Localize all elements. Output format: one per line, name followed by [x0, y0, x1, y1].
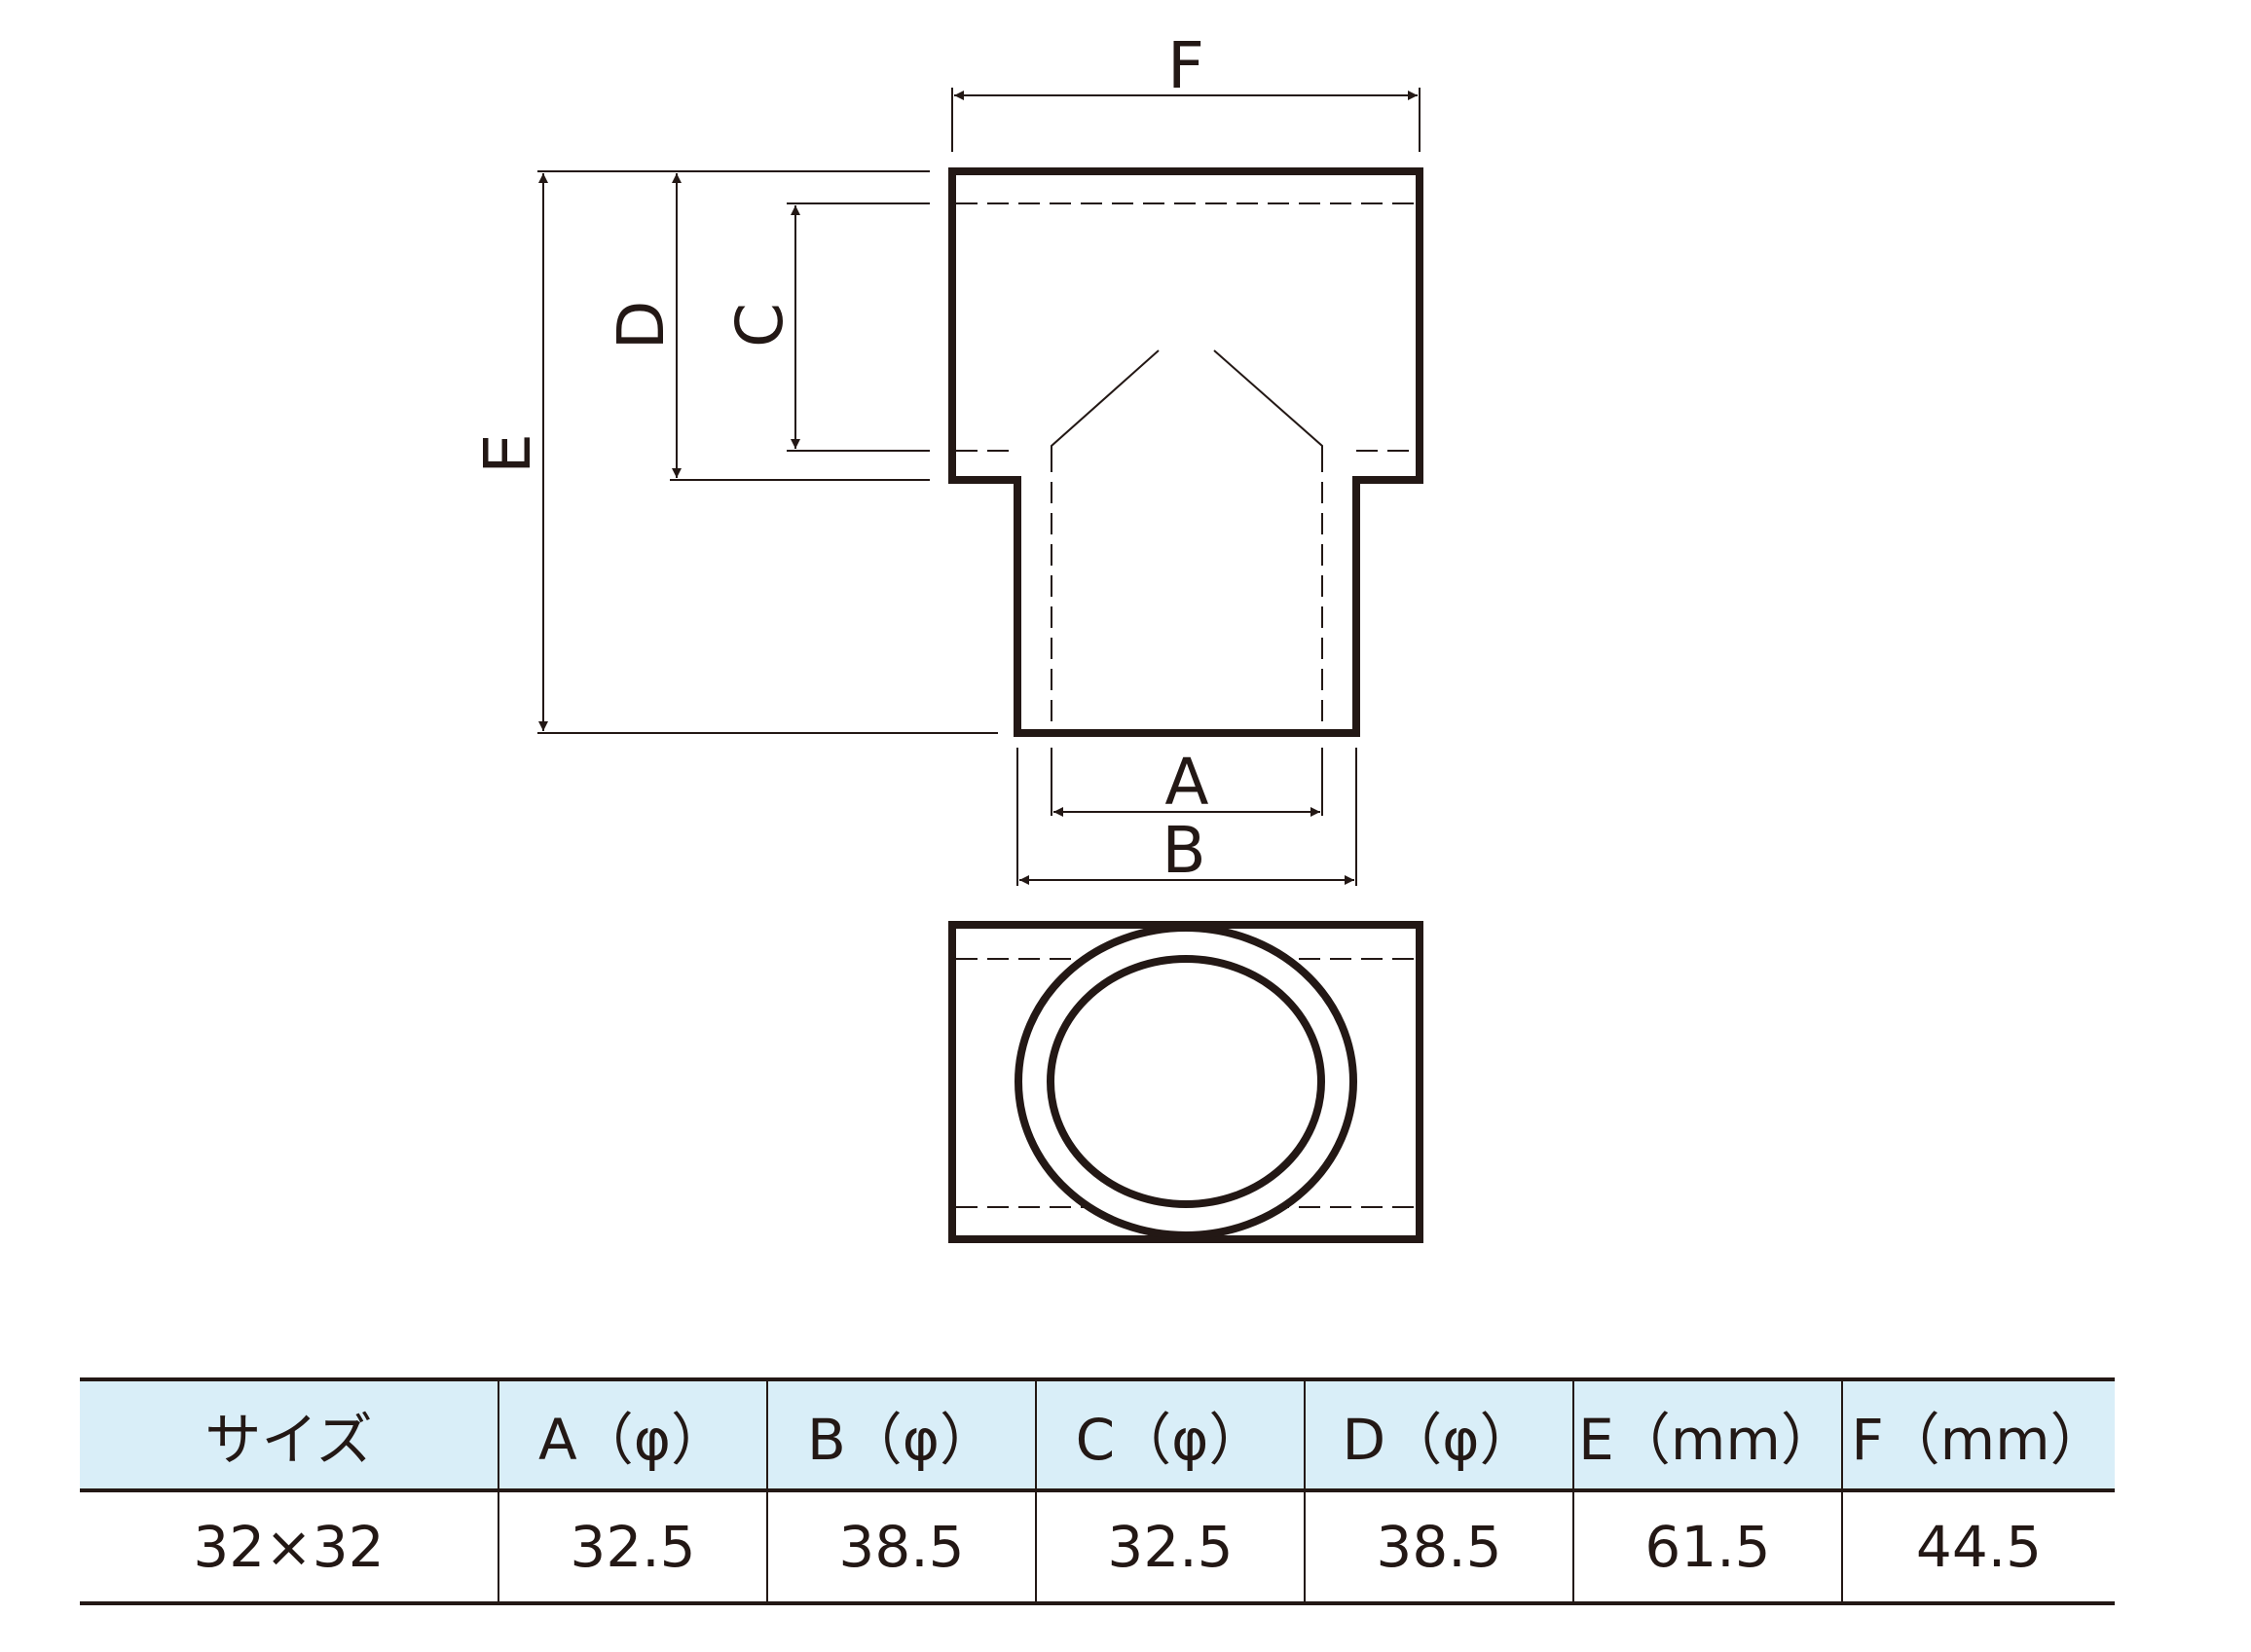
dimension-b: B: [1016, 748, 1357, 888]
internal-chamfer-left: [1051, 349, 1160, 451]
dimension-c: C: [722, 202, 930, 452]
end-view-inner-circle: [1047, 955, 1325, 1208]
cell-d: 38.5: [1304, 1490, 1574, 1605]
header-size: サイズ: [80, 1377, 499, 1492]
table-row: 32×32 32.5 38.5 32.5 38.5 61.5 44.5: [80, 1490, 2115, 1605]
cell-a: 32.5: [498, 1490, 768, 1605]
dimension-d: D: [604, 170, 930, 481]
header-e: E（mm）: [1572, 1377, 1843, 1492]
cell-c: 32.5: [1035, 1490, 1306, 1605]
header-c: C（φ）: [1035, 1377, 1306, 1492]
dimension-label-c: C: [722, 303, 797, 348]
header-d: D（φ）: [1304, 1377, 1574, 1492]
dimension-e: E: [470, 170, 998, 734]
cell-e: 61.5: [1572, 1490, 1843, 1605]
dimension-label-d: D: [604, 301, 679, 350]
header-a: A（φ）: [498, 1377, 768, 1492]
header-f: F（mm）: [1841, 1377, 2115, 1492]
table-header-row: サイズ A（φ） B（φ） C（φ） D（φ） E（mm） F（mm）: [80, 1377, 2115, 1492]
front-view: [948, 167, 1423, 737]
cell-b: 38.5: [766, 1490, 1037, 1605]
dimension-f: F: [951, 28, 1421, 152]
header-b: B（φ）: [766, 1377, 1037, 1492]
cell-f: 44.5: [1841, 1490, 2115, 1605]
dimension-label-f: F: [1167, 28, 1204, 103]
dimension-label-e: E: [470, 433, 545, 474]
internal-chamfer-right: [1213, 349, 1323, 451]
dimension-a: A: [1051, 745, 1323, 820]
end-view: [948, 921, 1423, 1243]
front-view-outline: [948, 167, 1423, 737]
dimension-label-a: A: [1164, 745, 1208, 820]
spec-table: サイズ A（φ） B（φ） C（φ） D（φ） E（mm） F（mm） 32×3…: [80, 1377, 2115, 1605]
dimension-label-b: B: [1162, 813, 1205, 888]
cell-size: 32×32: [80, 1490, 499, 1605]
